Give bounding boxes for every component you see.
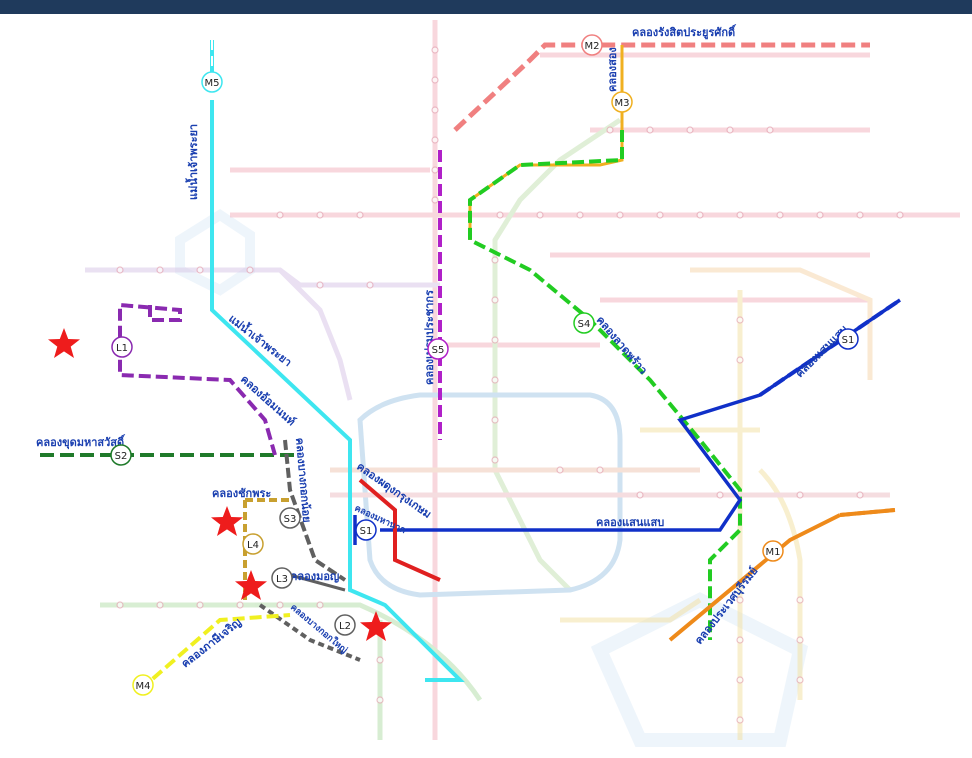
bangkok-noi-route bbox=[283, 439, 347, 582]
label-premprachakorn: คลองเปรมประชากร bbox=[423, 290, 436, 385]
label-saensaep: คลองแสนแสบ bbox=[596, 516, 664, 529]
badge-s1-west bbox=[355, 519, 377, 541]
phadung-route bbox=[358, 478, 441, 582]
badge-label-m3: M3 bbox=[615, 98, 630, 109]
badge-s3 bbox=[279, 507, 301, 529]
badge-label-l2: L2 bbox=[339, 621, 351, 632]
label-rangsit: คลองรังสิตประยูรศักดิ์ bbox=[632, 24, 737, 40]
song-route bbox=[468, 45, 624, 240]
badge-label-l3: L3 bbox=[276, 574, 288, 585]
badge-label-s1-west: S1 bbox=[360, 526, 373, 537]
star-markers bbox=[48, 328, 392, 641]
badge-s4 bbox=[573, 312, 595, 334]
badge-l1 bbox=[111, 336, 133, 358]
badge-label-s4: S4 bbox=[578, 319, 591, 330]
rangsit-route bbox=[453, 42, 870, 132]
badge-label-l4: L4 bbox=[247, 540, 259, 551]
background-watermark bbox=[175, 209, 809, 747]
top-title-bar bbox=[0, 0, 972, 14]
badge-m3 bbox=[611, 91, 633, 113]
route-badge-labels: M5 M2 M3 S5 S4 S1 L1 S2 S3 S1 L4 L3 L2 M… bbox=[115, 41, 855, 692]
star-marker-icon bbox=[48, 328, 80, 358]
label-mon: คลองมอญ bbox=[290, 570, 339, 583]
badge-m4 bbox=[132, 674, 154, 696]
prawet-east-dash bbox=[839, 508, 896, 517]
badge-s5 bbox=[427, 338, 449, 360]
label-song: คลองสอง bbox=[606, 47, 619, 92]
star-marker-icon bbox=[235, 570, 267, 600]
badge-label-s1-east: S1 bbox=[842, 335, 855, 346]
badge-l3 bbox=[271, 567, 293, 589]
mon-route bbox=[289, 573, 346, 592]
badge-label-m5: M5 bbox=[205, 78, 220, 89]
badge-m1 bbox=[762, 540, 784, 562]
badge-label-s2: S2 bbox=[115, 451, 128, 462]
badge-label-s5: S5 bbox=[432, 345, 445, 356]
label-ladphrao: คลองลาดพร้าว bbox=[594, 314, 650, 377]
badge-s2 bbox=[110, 444, 132, 466]
badge-l2 bbox=[334, 614, 356, 636]
saensaep-east-dash bbox=[758, 298, 902, 397]
route-badges bbox=[110, 34, 859, 696]
label-mahasawat: คลองขุดมหาสวัสดิ์ bbox=[36, 434, 126, 450]
transit-stations bbox=[116, 46, 904, 724]
badge-s1-east bbox=[837, 328, 859, 350]
badge-m5 bbox=[201, 71, 223, 93]
label-chaophraya-mid: แม่น้ำเจ้าพระยา bbox=[226, 311, 295, 370]
badge-l4 bbox=[242, 533, 264, 555]
badge-label-m4: M4 bbox=[136, 681, 151, 692]
ladphrao-route bbox=[468, 130, 742, 640]
badge-label-m1: M1 bbox=[766, 547, 781, 558]
star-marker-icon bbox=[211, 506, 243, 536]
badge-label-l1: L1 bbox=[116, 343, 128, 354]
label-phasi-charoen: คลองภาษีเจริญ bbox=[179, 616, 244, 671]
badge-label-m2: M2 bbox=[585, 41, 600, 52]
label-chaophraya-north: แม่น้ำเจ้าพระยา bbox=[185, 124, 200, 200]
star-marker-icon bbox=[360, 611, 392, 641]
phasi-charoen-route bbox=[138, 613, 291, 692]
label-chakpra: คลองชักพระ bbox=[212, 487, 271, 500]
badge-m2 bbox=[581, 34, 603, 56]
om-non-route bbox=[118, 302, 277, 456]
badge-label-s3: S3 bbox=[284, 514, 297, 525]
